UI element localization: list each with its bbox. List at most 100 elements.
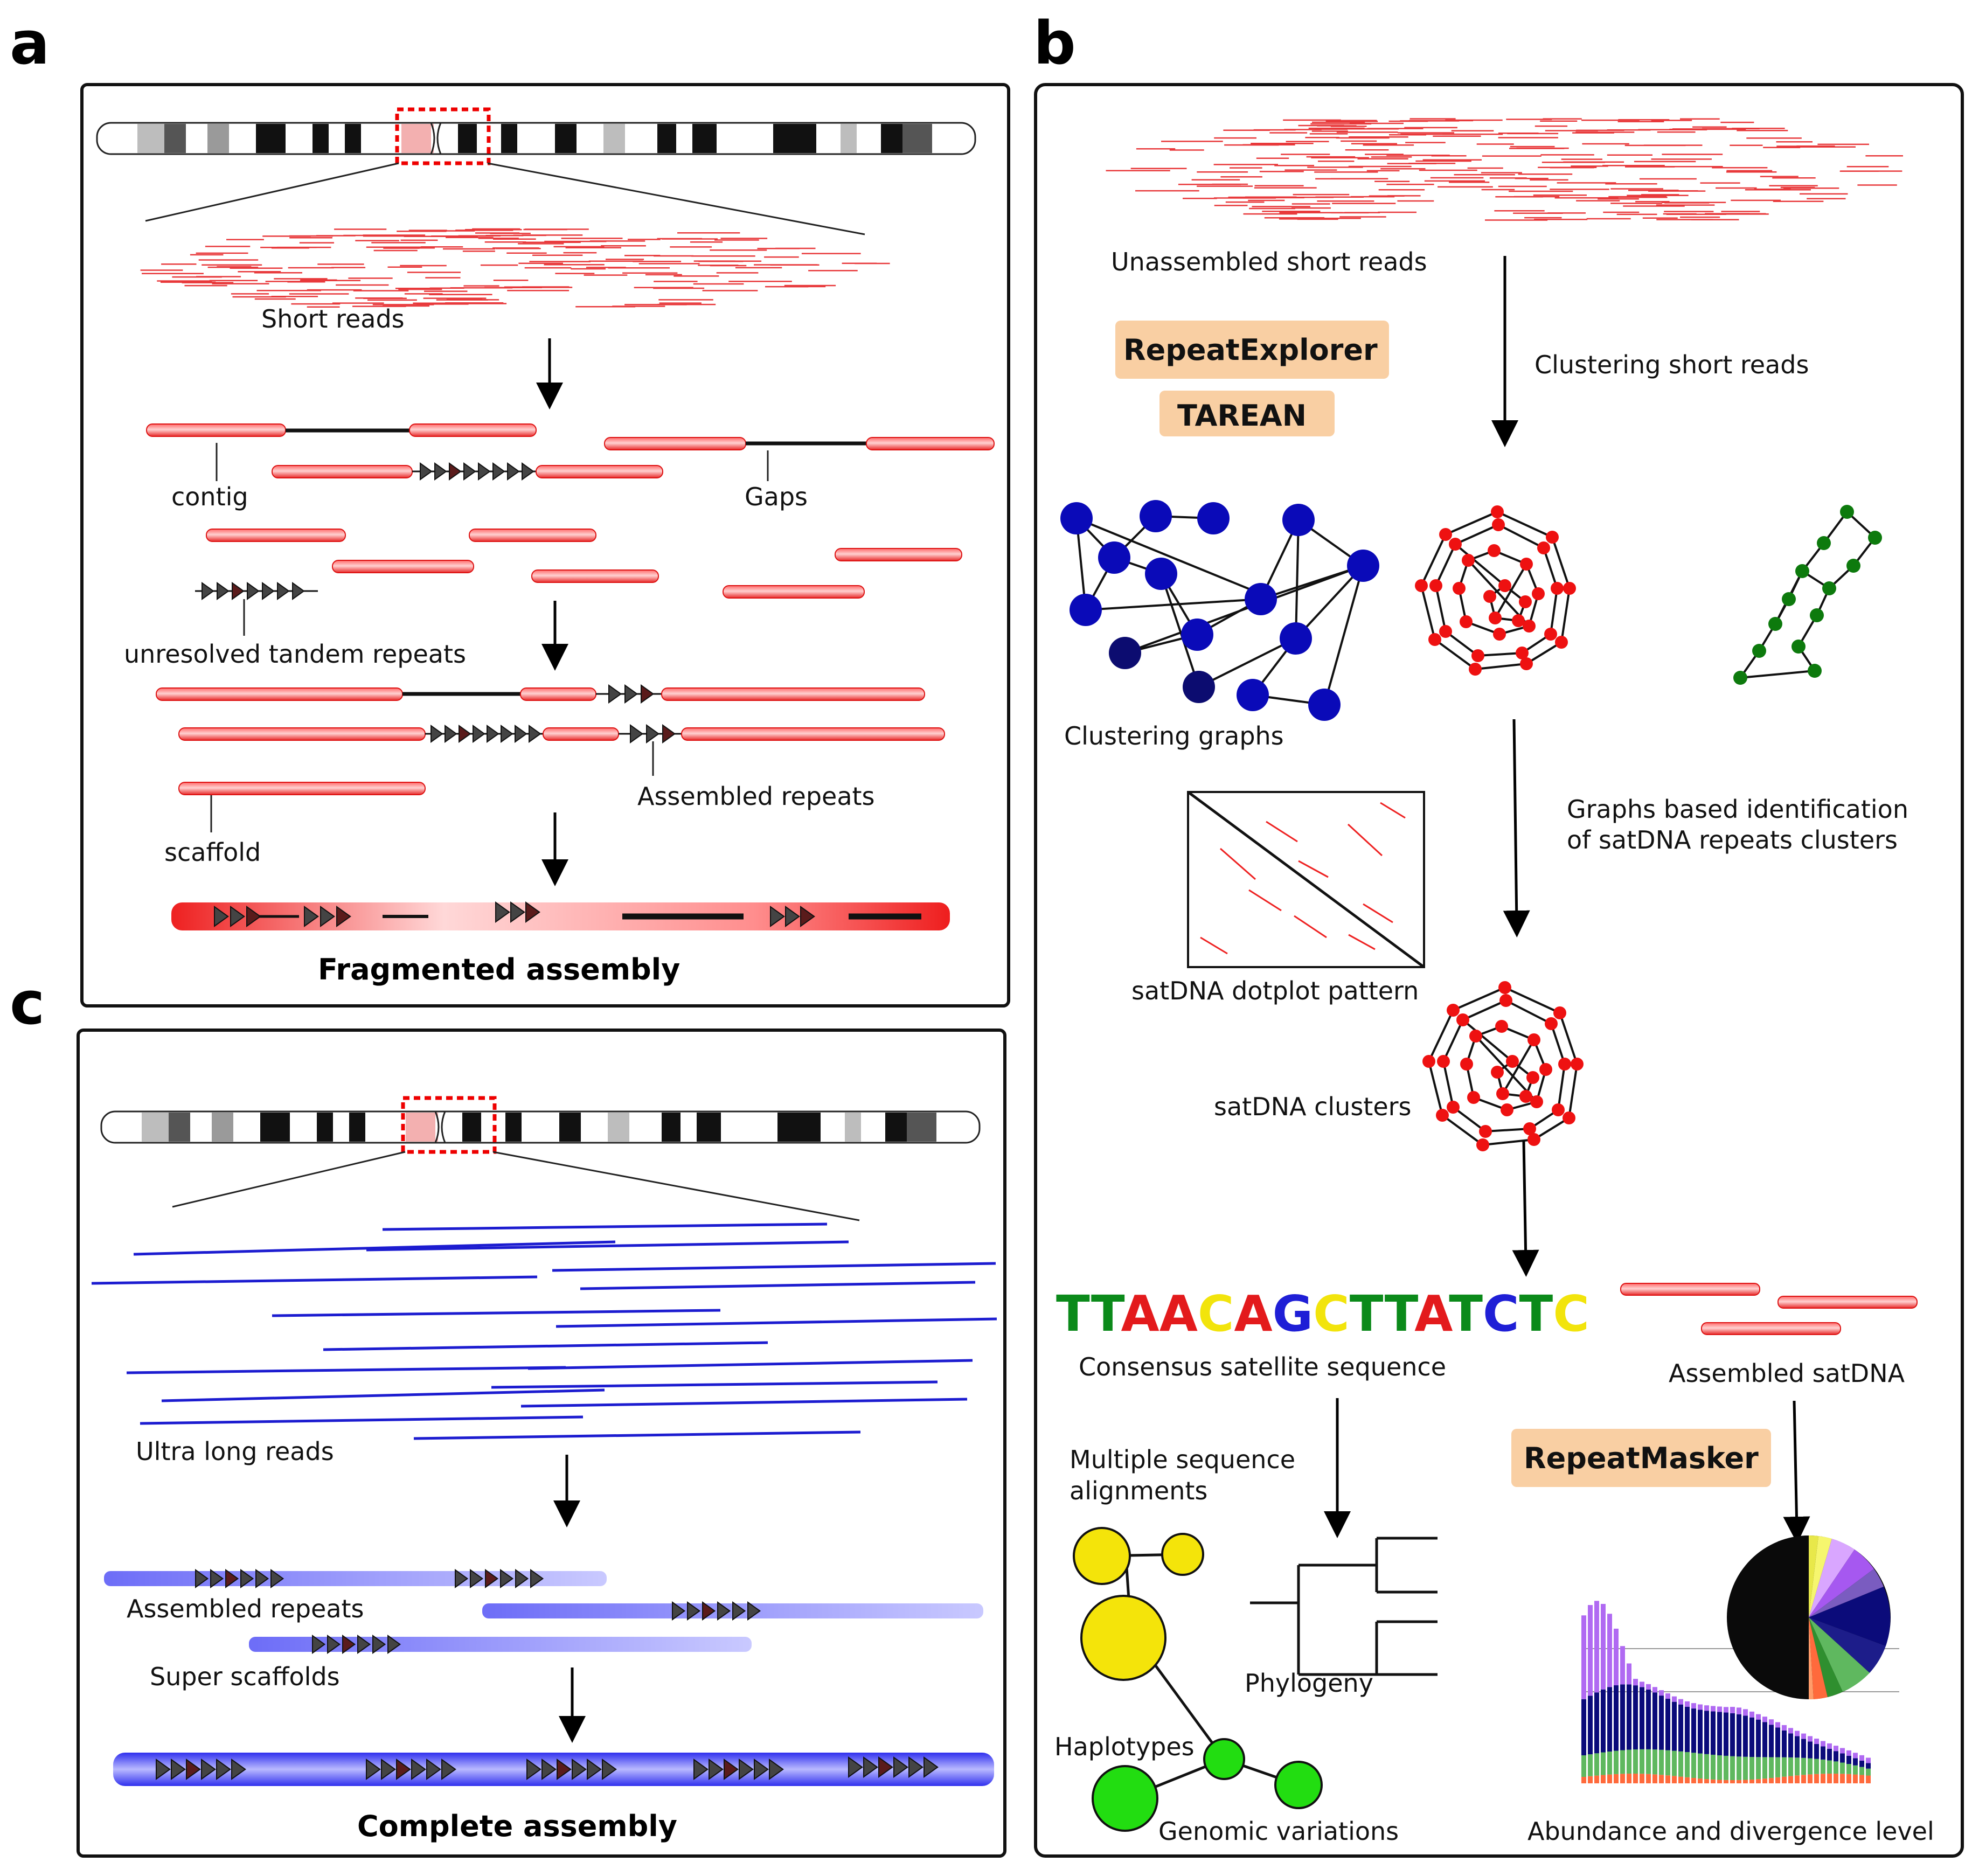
graph-node [1491, 1066, 1504, 1079]
landscape-bar [1620, 1684, 1625, 1750]
consensus-base: A [1121, 1285, 1159, 1343]
graph-node [1476, 1138, 1489, 1151]
ultra-long-read [366, 1240, 849, 1252]
label-msa-1: Multiple sequence [1070, 1445, 1295, 1474]
landscape-bar [1827, 1774, 1832, 1783]
graph-node [1447, 1004, 1460, 1017]
landscape-bar [1627, 1684, 1631, 1750]
consensus-base: C [1553, 1285, 1589, 1343]
landscape-bar [1633, 1774, 1638, 1783]
graph-node [1817, 536, 1831, 550]
super-scaffold-bars [104, 1569, 983, 1654]
consensus-base: T [1350, 1285, 1385, 1343]
label-gaps: Gaps [745, 482, 808, 511]
chromosome-ideogram [96, 107, 976, 165]
tandem-repeat-arrow-icon [487, 725, 499, 743]
graph-node [1808, 664, 1822, 678]
graph-node [1488, 544, 1501, 557]
tool-badge-repeatmasker [1511, 1429, 1771, 1487]
tandem-repeat-arrow-icon [492, 462, 505, 481]
tandem-repeat-arrow-icon [426, 1759, 441, 1780]
graph-node [1429, 579, 1442, 592]
graph-node [1558, 1058, 1571, 1071]
graph-node [1571, 1058, 1584, 1071]
landscape-bar [1672, 1701, 1677, 1751]
landscape-bar [1762, 1757, 1767, 1779]
landscape-bar [1704, 1754, 1709, 1780]
tandem-repeat-arrow-icon [217, 582, 230, 600]
label-clustering-short-reads: Clustering short reads [1534, 350, 1809, 379]
landscape-bar [1717, 1755, 1722, 1780]
consensus-base: T [1056, 1285, 1091, 1343]
label-genomic-variations: Genomic variations [1158, 1817, 1399, 1846]
ultra-long-read [520, 1398, 968, 1408]
complete-assembly-bar [113, 1753, 994, 1786]
tandem-repeat-arrow-icon [225, 1569, 239, 1588]
landscape-bar [1588, 1754, 1593, 1776]
label-super-scaffolds: Super scaffolds [150, 1662, 340, 1691]
graph-node [1810, 608, 1824, 622]
landscape-bar [1769, 1719, 1774, 1725]
landscape-bar [1808, 1736, 1813, 1742]
tandem-repeat-arrow-icon [210, 1569, 224, 1588]
landscape-bar [1756, 1779, 1761, 1783]
landscape-bar [1607, 1687, 1612, 1752]
landscape-bar [1788, 1776, 1793, 1783]
landscape-bar [1601, 1775, 1606, 1783]
landscape-bar [1594, 1753, 1599, 1776]
tandem-repeat-arrow-icon [336, 906, 351, 927]
landscape-bar [1685, 1701, 1690, 1707]
graph-node [1526, 1071, 1539, 1084]
green-cluster-graph [1733, 505, 1882, 685]
tandem-repeat-arrow-icon [214, 906, 229, 927]
landscape-bar [1711, 1754, 1716, 1780]
landscape-bar [1614, 1628, 1619, 1686]
chromosome-ideogram-c [100, 1096, 981, 1154]
landscape-bar [1814, 1744, 1819, 1759]
landscape-bar [1795, 1731, 1800, 1736]
graph-node [1498, 981, 1511, 994]
tool-badge-repeatexplorer [1115, 321, 1389, 379]
landscape-bar [1724, 1712, 1728, 1756]
graph-node [1506, 1055, 1519, 1068]
landscape-bar [1698, 1753, 1703, 1779]
consensus-base: A [1159, 1285, 1198, 1343]
landscape-bar [1846, 1755, 1851, 1764]
tandem-repeat-arrow-icon [171, 1759, 186, 1780]
tandem-repeat-arrow-icon [455, 1569, 469, 1588]
tandem-repeat-arrow-icon [863, 1756, 878, 1778]
graph-node [1471, 649, 1484, 662]
landscape-bar [1581, 1615, 1586, 1699]
landscape-bar [1633, 1749, 1638, 1774]
landscape-bar [1633, 1679, 1638, 1686]
landscape-bar [1717, 1712, 1722, 1755]
graph-node [1791, 640, 1806, 654]
tandem-repeat-arrow-icon [507, 462, 520, 481]
label-abundance-divergence: Abundance and divergence level [1527, 1817, 1934, 1846]
landscape-bar [1640, 1687, 1644, 1749]
landscape-bar [1691, 1777, 1696, 1783]
landscape-bar [1801, 1739, 1806, 1758]
landscape-bar [1685, 1706, 1690, 1752]
tandem-repeat-arrow-icon [463, 462, 476, 481]
landscape-bar [1627, 1774, 1631, 1783]
landscape-bar [1646, 1774, 1651, 1783]
landscape-bar [1640, 1682, 1644, 1687]
panel-c: Ultra long reads Assembled repeats Super… [91, 1096, 997, 1843]
tandem-repeat-arrow-icon [186, 1759, 201, 1780]
consensus-base: T [1385, 1285, 1419, 1343]
graph-node [1436, 1109, 1449, 1122]
landscape-bar [1762, 1778, 1767, 1783]
landscape-bar [1808, 1741, 1813, 1759]
tandem-repeat-arrow-icon [529, 725, 541, 743]
tandem-repeat-arrow-icon [202, 582, 214, 600]
landscape-bar [1588, 1605, 1593, 1696]
graph-node [1768, 617, 1782, 631]
landscape-bar [1594, 1775, 1599, 1783]
tandem-repeat-arrow-icon [342, 1635, 356, 1654]
landscape-bar [1749, 1711, 1754, 1718]
landscape-bar [1659, 1696, 1664, 1750]
panel-letter-c: c [10, 969, 45, 1038]
label-scaffold: scaffold [164, 838, 261, 867]
tool-repeatmasker: RepeatMasker [1524, 1441, 1759, 1475]
